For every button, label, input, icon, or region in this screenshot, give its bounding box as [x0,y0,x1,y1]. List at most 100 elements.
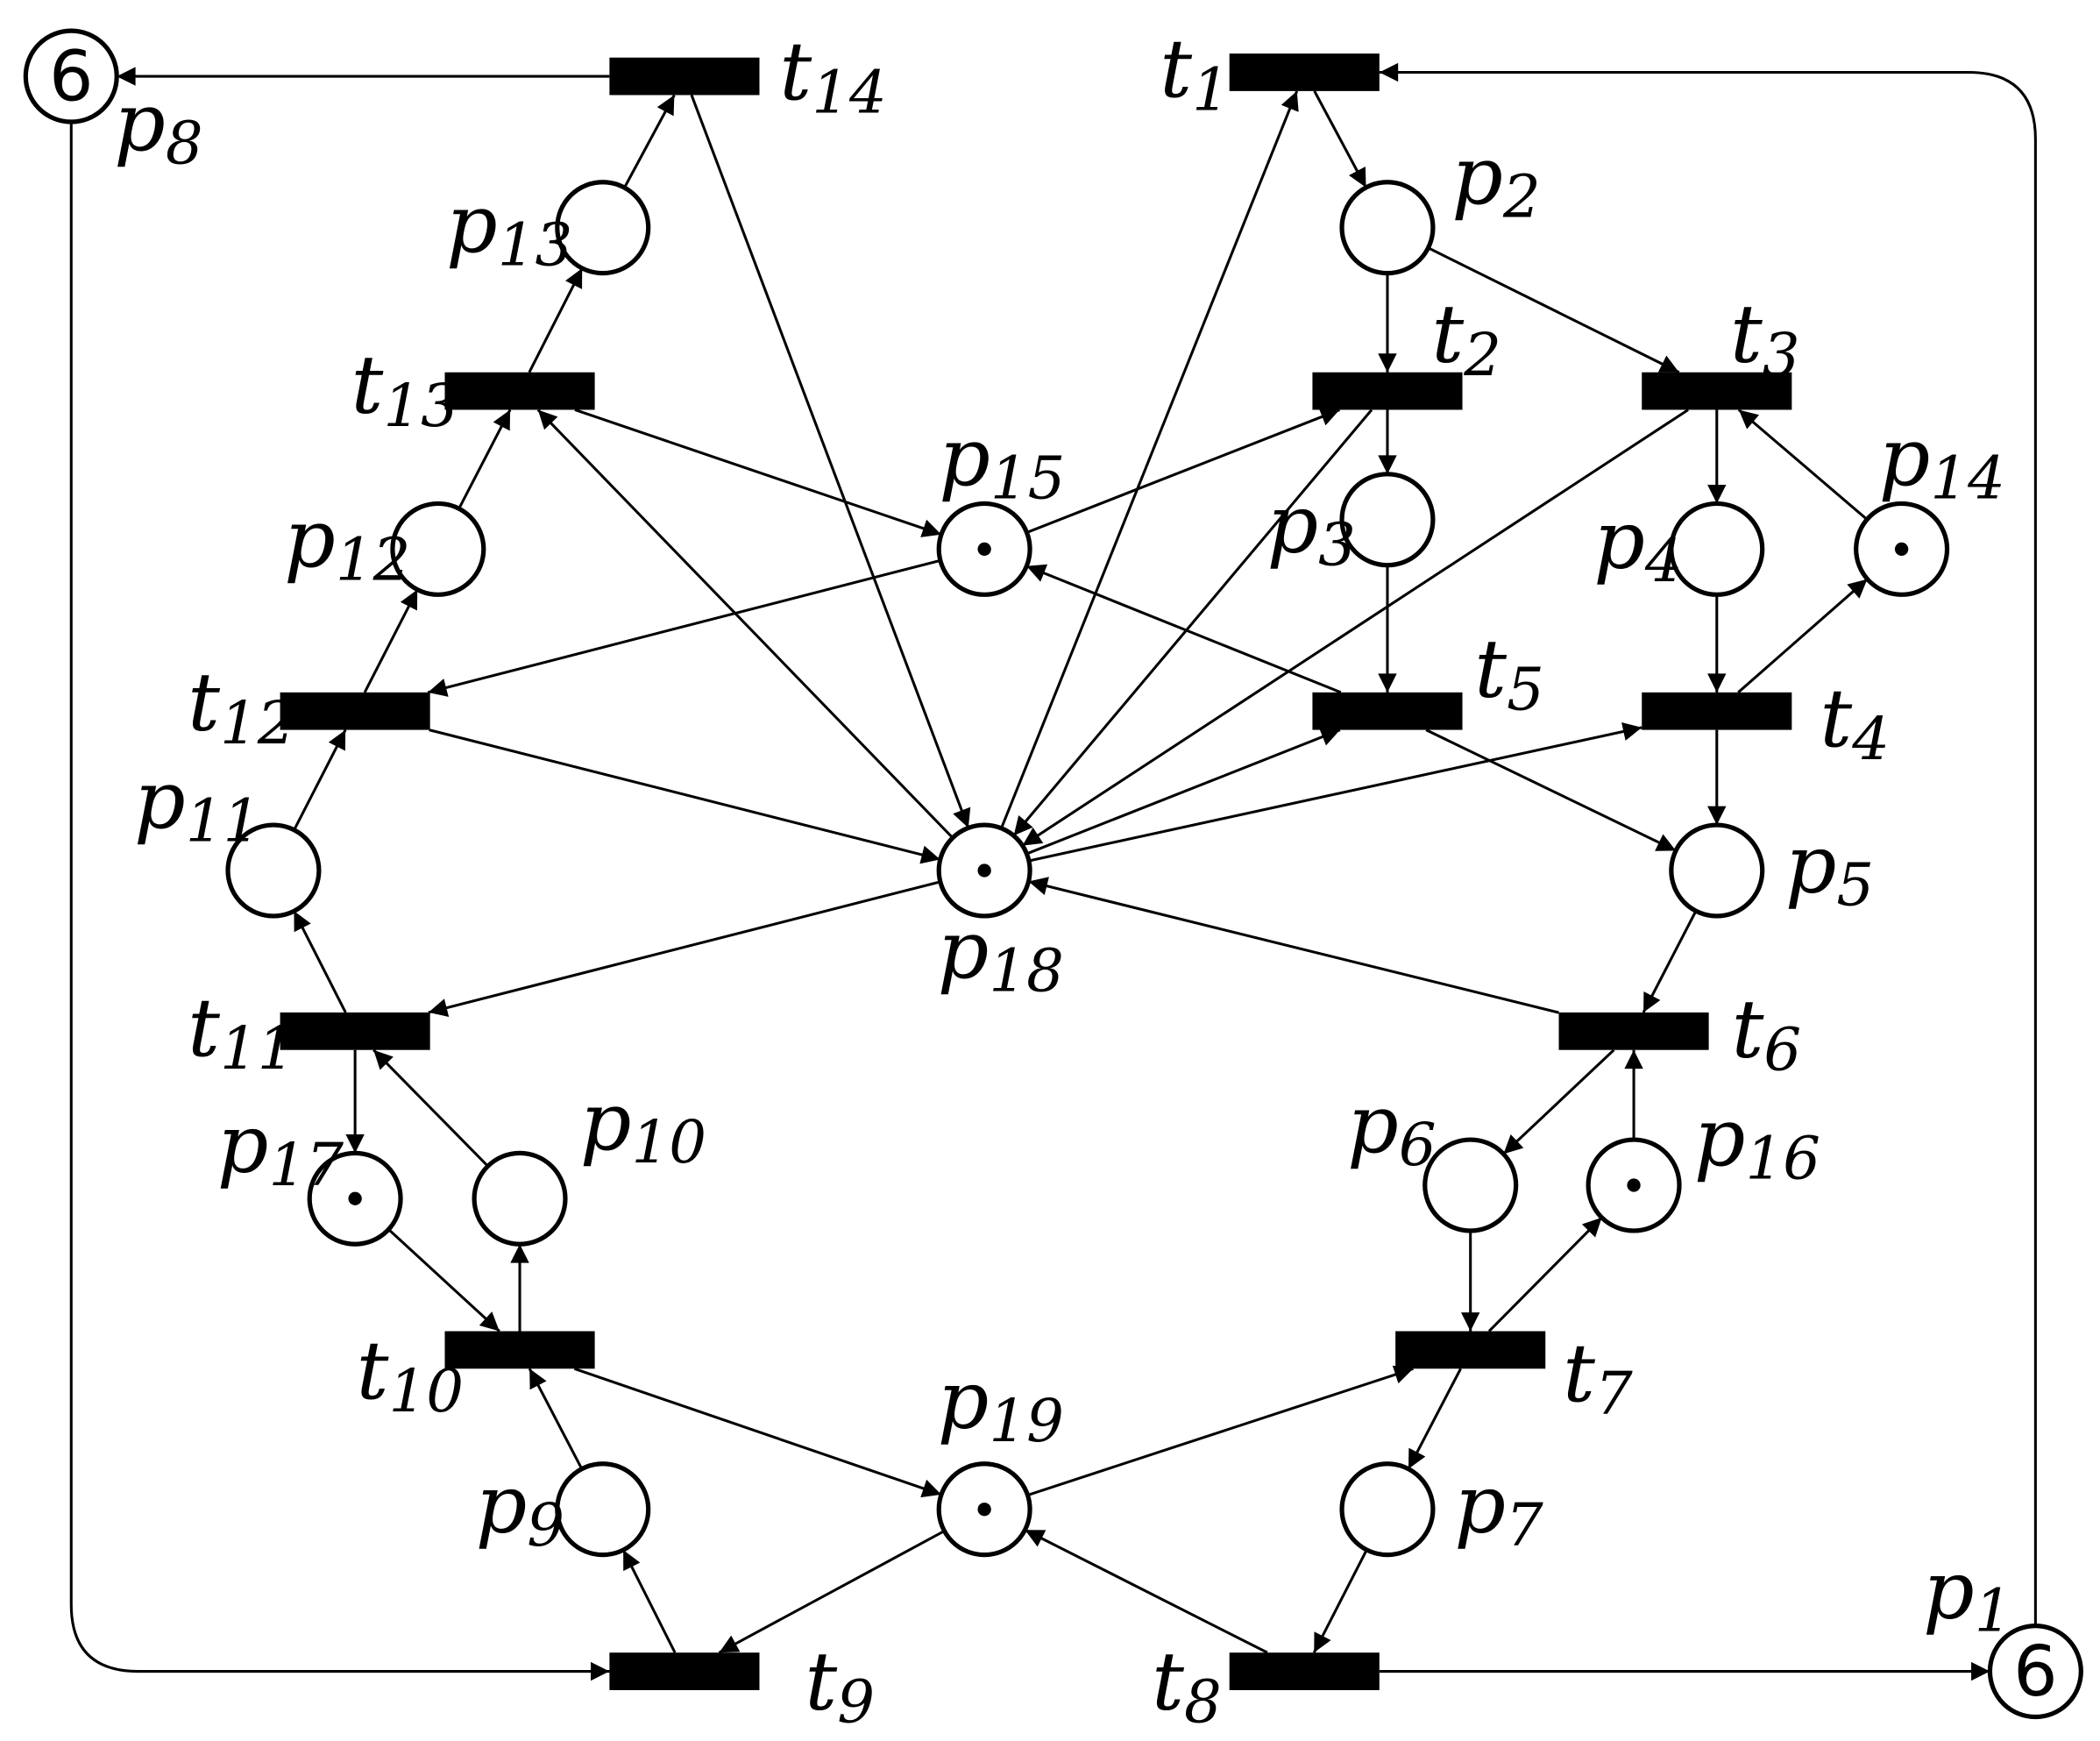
place-p9-circle [555,1461,651,1558]
arc-t2-to-p18 [1012,409,1373,837]
arc-p18-to-t5 [1025,728,1341,856]
label-t6: t6 [1732,982,1802,1084]
transition-t9 [609,1652,760,1690]
place-p8-circle [23,28,119,124]
place-p4-circle [1669,501,1765,597]
token-p15 [977,542,991,556]
arc-t12-to-p18 [429,728,941,864]
place-p7 [1339,1461,1436,1558]
arc-t3-to-p18 [1021,409,1689,847]
arc-p11-to-t12 [293,728,347,831]
transition-t7 [1395,1331,1546,1369]
place-p10 [472,1150,568,1247]
arc-p17-to-t10 [387,1228,500,1332]
label-p16: p16 [1694,1091,1820,1192]
arc-p8-to-t9 [69,122,610,1681]
label-p8: p8 [114,75,202,177]
place-p12-circle [390,501,486,597]
arc-t12-to-p12 [363,588,419,693]
label-p4: p4 [1593,494,1682,595]
label-t9: t9 [805,1634,875,1736]
place-p5 [1669,822,1765,919]
transition-t2 [1312,372,1463,410]
place-p6-circle [1422,1137,1519,1233]
label-p18: p18 [938,903,1064,1005]
token-p19 [977,1503,991,1517]
place-p12 [390,501,486,597]
label-t3: t3 [1730,287,1800,388]
arc-p15-to-t12 [427,558,941,697]
place-p17 [307,1150,403,1247]
transition-t11 [280,1012,430,1050]
arc-t7-to-p16 [1487,1216,1603,1332]
transition-t5 [1312,692,1463,730]
token-p16 [1627,1178,1641,1192]
label-p1: p1 [1923,1543,2011,1645]
transition-t6 [1558,1012,1709,1050]
label-t10: t10 [357,1324,464,1425]
place-p11-circle [225,822,322,919]
arc-p18-to-t13 [536,409,954,839]
arc-t1-to-p2 [1313,90,1367,188]
arc-t14-to-p18 [690,94,971,828]
place-p19 [936,1461,1032,1558]
label-p11: p11 [134,753,260,855]
arc-t10-to-p19 [573,1367,942,1498]
arc-p18-to-t4 [1028,721,1642,863]
transition-t8 [1229,1652,1380,1690]
arc-p18-to-t1 [1000,90,1299,829]
token-count-p1: 6 [2013,1631,2058,1712]
place-p10-circle [472,1150,568,1247]
transition-t3 [1642,372,1792,410]
arc-t7-to-p7 [1407,1368,1462,1470]
token-count-p8: 6 [49,36,94,117]
label-p2: p2 [1451,129,1540,231]
label-p14: p14 [1879,410,2005,512]
label-t2: t2 [1431,287,1501,388]
label-t5: t5 [1474,622,1544,723]
place-p16 [1586,1137,1682,1233]
place-p4 [1669,501,1765,597]
place-p18 [936,822,1032,919]
arc-t11-to-p11 [293,910,347,1013]
token-p14 [1894,542,1909,556]
place-p13 [555,180,651,276]
label-p3: p3 [1266,477,1355,579]
arc-p15-to-t2 [1026,408,1340,534]
arc-p2-to-t3 [1427,246,1680,374]
place-p5-circle [1669,822,1765,919]
arc-p12-to-t13 [458,409,512,509]
label-t8: t8 [1152,1634,1222,1736]
label-p15: p15 [939,410,1065,512]
place-p9 [555,1461,651,1558]
arc-t13-to-p13 [528,267,584,373]
arc-t6-to-p18 [1028,877,1559,1014]
place-p1-circle [1987,1624,2083,1720]
transition-t1 [1229,53,1380,91]
arc-p18-to-t11 [428,880,941,1018]
arc-p9-to-t10 [528,1368,584,1470]
place-p2 [1339,180,1436,276]
label-p5: p5 [1785,817,1874,919]
arc-t5-to-p15 [1025,564,1342,694]
arc-t9-to-p9 [621,1549,677,1653]
arc-p13-to-t14 [623,94,676,188]
arc-p10-to-t11 [372,1048,489,1168]
transition-t4 [1642,692,1792,730]
arc-p1-to-t1 [1379,62,2037,1626]
token-p18 [977,863,991,878]
label-p7: p7 [1454,1458,1543,1560]
transition-t14 [609,57,760,96]
arc-p14-to-t3 [1737,409,1869,521]
place-p15 [936,501,1032,597]
label-p17: p17 [217,1098,344,1199]
arc-t6-to-p6 [1502,1048,1615,1155]
label-t7: t7 [1563,1326,1633,1428]
label-t13: t13 [351,338,458,440]
place-p13-circle [555,180,651,276]
token-p17 [348,1191,362,1205]
arc-p5-to-t6 [1642,910,1698,1013]
label-t14: t14 [779,25,886,126]
